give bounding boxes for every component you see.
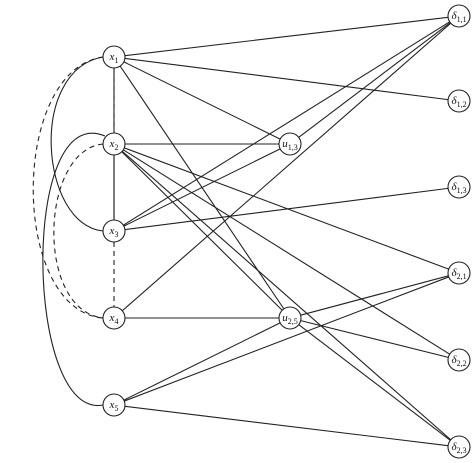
edge-u25-d21 [300, 275, 449, 316]
node-x5-label: x5 [109, 399, 119, 413]
edge-x5-d21 [124, 276, 449, 402]
edge-x1-x4 [32, 56, 104, 319]
edge-x1-u13 [123, 61, 281, 140]
node-x1: x1 [102, 45, 126, 69]
node-d21: δ2,1 [447, 261, 471, 285]
node-d22-circle [447, 348, 471, 372]
edge-x2-u25 [121, 151, 283, 311]
edge-x4-d11 [121, 22, 452, 312]
node-u25-circle [278, 306, 302, 330]
edge-x3-d13 [124, 187, 449, 231]
edge-x5-d23 [124, 405, 449, 447]
node-x2-label: x2 [109, 138, 119, 152]
node-d21-label: δ2,1 [451, 267, 466, 281]
edges-layer [32, 16, 452, 447]
node-d22: δ2,2 [447, 348, 471, 372]
node-d23-circle [447, 435, 471, 459]
node-x4-label: x4 [109, 312, 119, 326]
edge-x3-u13 [123, 148, 281, 227]
edge-x5-u25 [123, 322, 281, 401]
edge-x1-d12 [124, 57, 449, 101]
node-u13-circle [278, 132, 302, 156]
nodes-layer: x1 x2 x3 x4 x5 u1,3 u2,5 δ1,1 δ1,2 δ1,3 δ2,1 δ2,2 δ2… [102, 4, 471, 459]
node-d12-circle [447, 89, 471, 113]
node-x5: x5 [102, 393, 126, 417]
edge-x3-d11 [123, 21, 450, 226]
node-x2-circle [102, 132, 126, 156]
node-d11: δ1,1 [447, 4, 471, 28]
edge-u13-d11 [298, 22, 451, 138]
node-x3-label: x3 [109, 225, 119, 239]
node-d23-label: δ2,3 [451, 441, 466, 455]
edge-x2-x4 [53, 143, 104, 319]
node-x3-circle [102, 219, 126, 243]
node-d22-label: δ2,2 [451, 354, 466, 368]
node-d11-circle [447, 4, 471, 28]
node-x4: x4 [102, 306, 126, 330]
edge-u25-d23 [298, 324, 451, 441]
edge-x2-d22 [123, 149, 450, 355]
node-x5-circle [102, 393, 126, 417]
edge-x1-d11 [124, 16, 449, 57]
node-x4-circle [102, 306, 126, 330]
node-u25: u2,5 [278, 306, 302, 330]
node-u25-label: u2,5 [282, 312, 298, 326]
node-d13-label: δ1,3 [451, 181, 466, 195]
node-d11-label: δ1,1 [451, 10, 466, 24]
node-x3: x3 [102, 219, 126, 243]
node-x2: x2 [102, 132, 126, 156]
edge-x2-x5 [42, 132, 106, 406]
node-d13: δ1,3 [447, 175, 471, 199]
node-d12-label: δ1,2 [451, 95, 466, 109]
node-d13-circle [447, 175, 471, 199]
node-d23: δ2,3 [447, 435, 471, 459]
edge-u25-d22 [300, 320, 449, 358]
edge-x1-x3 [50, 56, 104, 232]
node-u13-label: u1,3 [282, 138, 298, 152]
node-x1-circle [102, 45, 126, 69]
node-x1-label: x1 [109, 51, 119, 65]
node-d21-circle [447, 261, 471, 285]
node-d12: δ1,2 [447, 89, 471, 113]
node-u13: u1,3 [278, 132, 302, 156]
